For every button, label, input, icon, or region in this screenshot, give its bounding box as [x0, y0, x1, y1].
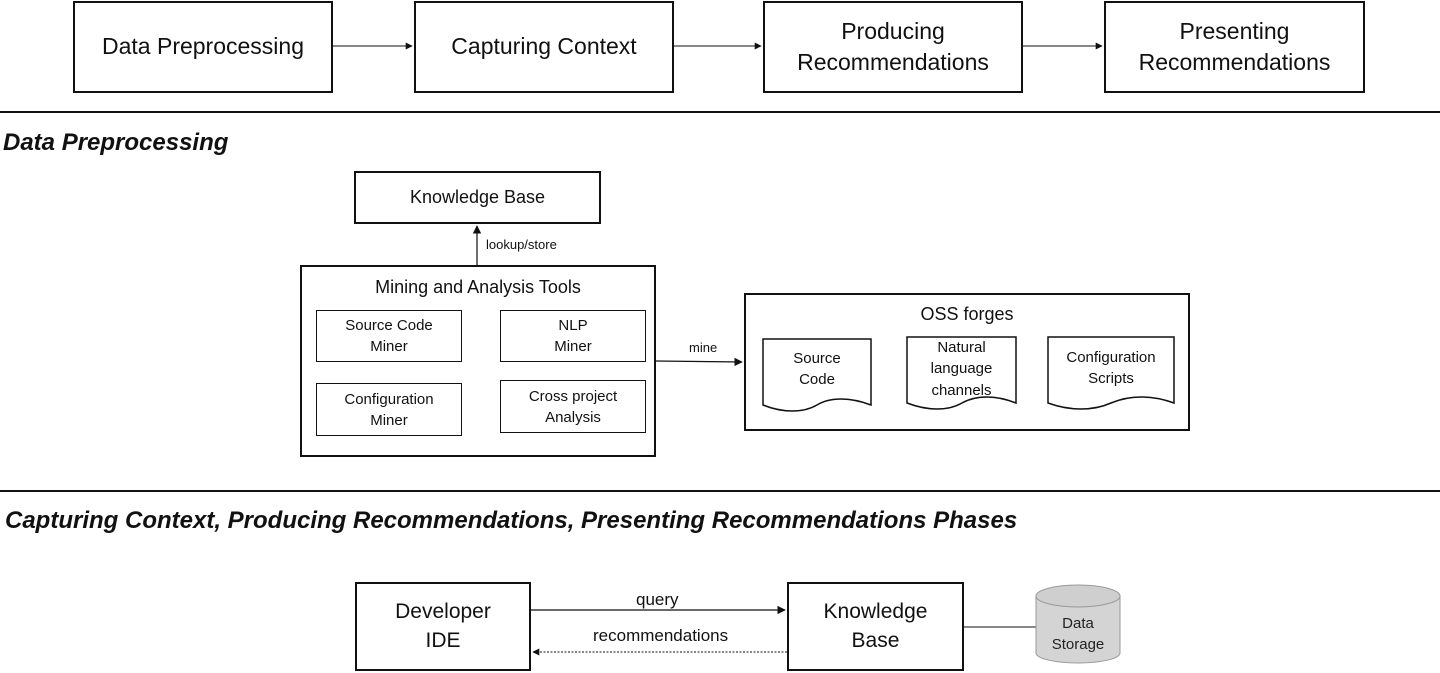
- data-storage-cylinder-top: [1035, 584, 1121, 608]
- oss-forges-title: OSS forges: [920, 304, 1014, 324]
- section-divider: [0, 111, 1440, 113]
- data-storage-label: Data Storage: [1051, 615, 1105, 653]
- configuration-miner: Configuration Miner: [316, 383, 462, 436]
- tool-label: Cross project Analysis: [528, 387, 618, 426]
- query-label: query: [636, 590, 679, 609]
- developer-ide-box: Developer IDE: [355, 582, 531, 671]
- pipeline-step-label: Data Preprocessing: [102, 33, 304, 60]
- knowledge-base-box-2: Knowledge Base: [787, 582, 964, 671]
- pipeline-step-producing-recommendations: Producing Recommendations: [763, 1, 1023, 93]
- pipeline-step-label: Producing Recommendations: [797, 17, 989, 75]
- tool-label: NLP Miner: [554, 317, 592, 355]
- mine-arrow: [655, 357, 743, 367]
- mining-tools-title: Mining and Analysis Tools: [375, 277, 581, 297]
- knowledge-base-box: Knowledge Base: [354, 171, 601, 224]
- pipeline-step-label: Presenting Recommendations: [1138, 17, 1331, 75]
- knowledge-base-label: Knowledge Base: [823, 600, 928, 652]
- source-code-miner: Source Code Miner: [316, 310, 462, 362]
- section-divider: [0, 490, 1440, 492]
- section-heading-data-preprocessing: Data Preprocessing: [3, 129, 229, 156]
- developer-ide-label: Developer IDE: [395, 600, 491, 652]
- pipeline-step-presenting-recommendations: Presenting Recommendations: [1104, 1, 1365, 93]
- section-heading-phases: Capturing Context, Producing Recommendat…: [5, 507, 1018, 534]
- configuration-scripts-doc-label: Configuration Scripts: [1066, 349, 1156, 387]
- lookup-store-label: lookup/store: [486, 237, 557, 252]
- pipeline-step-label: Capturing Context: [451, 33, 637, 60]
- knowledge-base-label: Knowledge Base: [409, 187, 546, 208]
- pipeline-step-capturing-context: Capturing Context: [414, 1, 674, 93]
- pipeline-step-data-preprocessing: Data Preprocessing: [73, 1, 333, 93]
- tool-label: Configuration Miner: [344, 390, 434, 429]
- tool-label: Source Code Miner: [345, 317, 433, 355]
- nlp-miner: NLP Miner: [500, 310, 646, 362]
- recommendations-label: recommendations: [593, 626, 729, 645]
- mine-label: mine: [689, 340, 718, 355]
- natural-language-doc-label: Natural language channels: [930, 339, 993, 399]
- cross-project-analysis: Cross project Analysis: [500, 380, 646, 433]
- source-code-doc-label: Source Code: [793, 350, 841, 388]
